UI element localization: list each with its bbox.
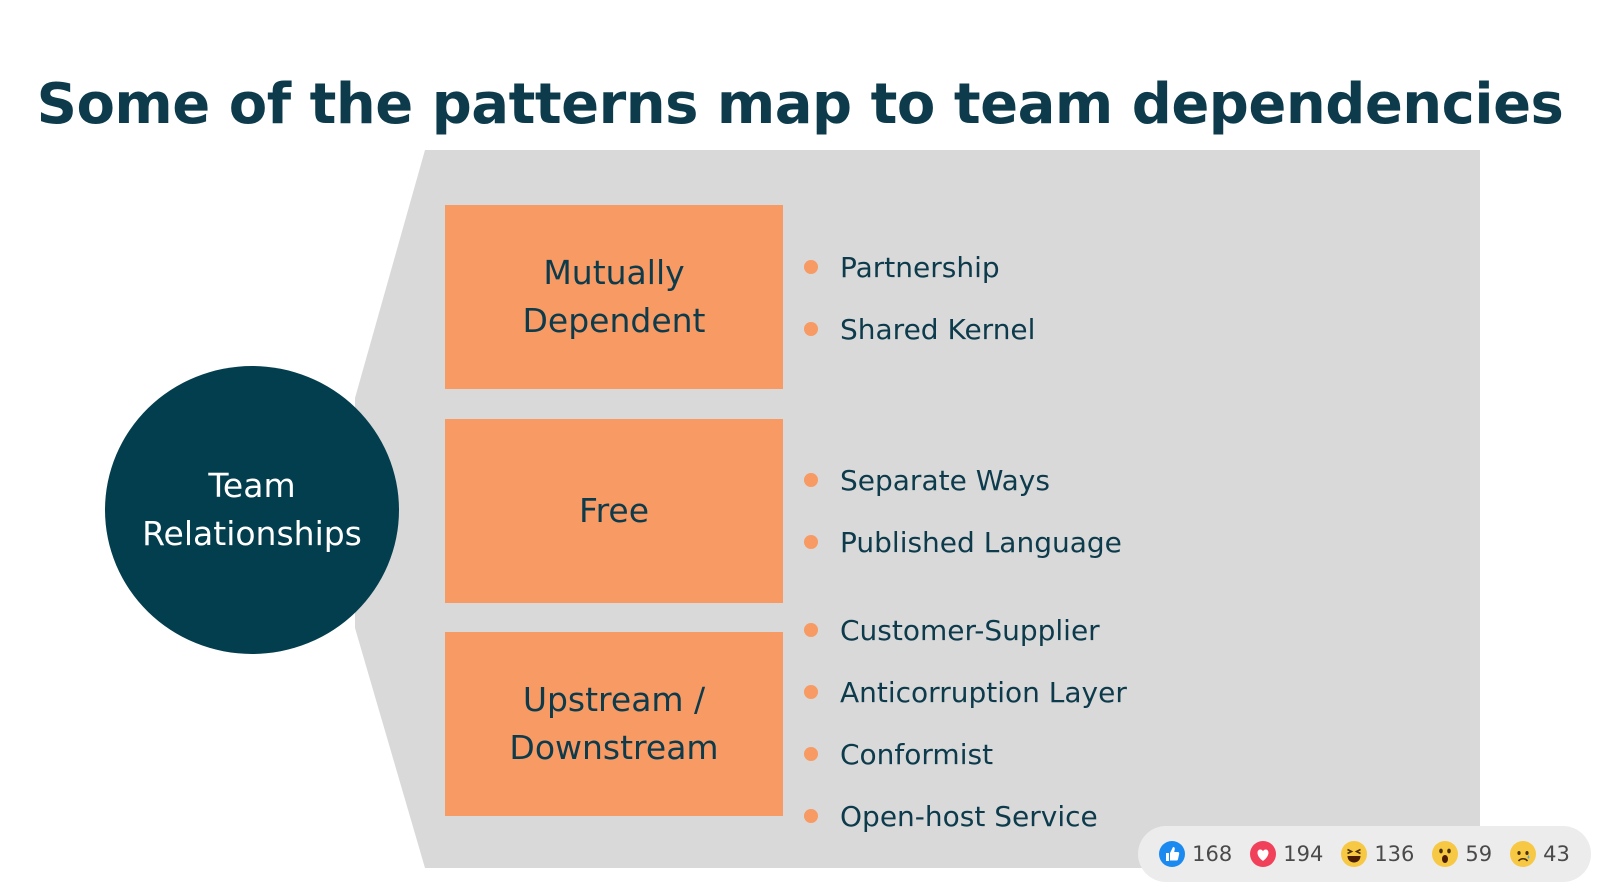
bullet-dot	[804, 809, 818, 823]
category-box-free: Free	[445, 419, 783, 603]
bullet-anticorruption-layer: Anticorruption Layer	[804, 672, 1127, 712]
reaction-count: 194	[1283, 842, 1324, 866]
bullet-text: Separate Ways	[840, 463, 1050, 497]
bullet-dot	[804, 260, 818, 274]
reaction-count: 168	[1192, 842, 1233, 866]
team-relationships-circle: Team Relationships	[105, 366, 399, 654]
circle-label: Team Relationships	[142, 466, 362, 553]
category-label: Free	[578, 491, 650, 530]
bullet-text: Shared Kernel	[840, 312, 1036, 346]
reaction-count: 136	[1374, 842, 1415, 866]
sad-icon	[1510, 841, 1537, 867]
bullet-separate-ways: Separate Ways	[804, 460, 1050, 500]
haha-icon	[1341, 841, 1368, 867]
bullet-text: Partnership	[840, 250, 1000, 284]
category-label: Mutually Dependent	[522, 253, 706, 340]
category-box-mutually-dependent: Mutually Dependent	[445, 205, 783, 389]
bullet-shared-kernel: Shared Kernel	[804, 309, 1035, 349]
bullet-open-host-service: Open-host Service	[804, 796, 1098, 836]
love-icon	[1250, 841, 1277, 867]
bullet-text: Anticorruption Layer	[840, 675, 1127, 709]
bullet-text: Conformist	[840, 737, 994, 771]
wow-icon	[1432, 841, 1459, 867]
reaction-count: 59	[1465, 842, 1493, 866]
bullet-dot	[804, 535, 818, 549]
reaction-wow[interactable]: 59	[1432, 841, 1492, 867]
reaction-count: 43	[1543, 842, 1570, 866]
bullet-partnership: Partnership	[804, 247, 1000, 287]
reactions-bar[interactable]: 168 194 136 59	[1138, 826, 1591, 882]
bullet-dot	[804, 747, 818, 761]
bullet-published-language: Published Language	[804, 522, 1122, 562]
category-box-upstream-downstream: Upstream / Downstream	[445, 632, 783, 816]
bullet-dot	[804, 473, 818, 487]
bullet-customer-supplier: Customer-Supplier	[804, 610, 1100, 650]
like-icon	[1159, 841, 1186, 867]
bullet-dot	[804, 322, 818, 336]
bullet-conformist: Conformist	[804, 734, 993, 774]
reaction-sad[interactable]: 43	[1510, 841, 1570, 867]
reaction-love[interactable]: 194	[1250, 841, 1323, 867]
category-label: Upstream / Downstream	[509, 680, 719, 767]
reaction-like[interactable]: 168	[1159, 841, 1232, 867]
bullet-text: Published Language	[840, 525, 1122, 559]
bullet-text: Customer-Supplier	[840, 613, 1100, 647]
bullet-text: Open-host Service	[840, 799, 1098, 833]
reaction-haha[interactable]: 136	[1341, 841, 1414, 867]
page-title: Some of the patterns map to team depende…	[36, 72, 1564, 137]
bullet-dot	[804, 685, 818, 699]
bullet-dot	[804, 623, 818, 637]
